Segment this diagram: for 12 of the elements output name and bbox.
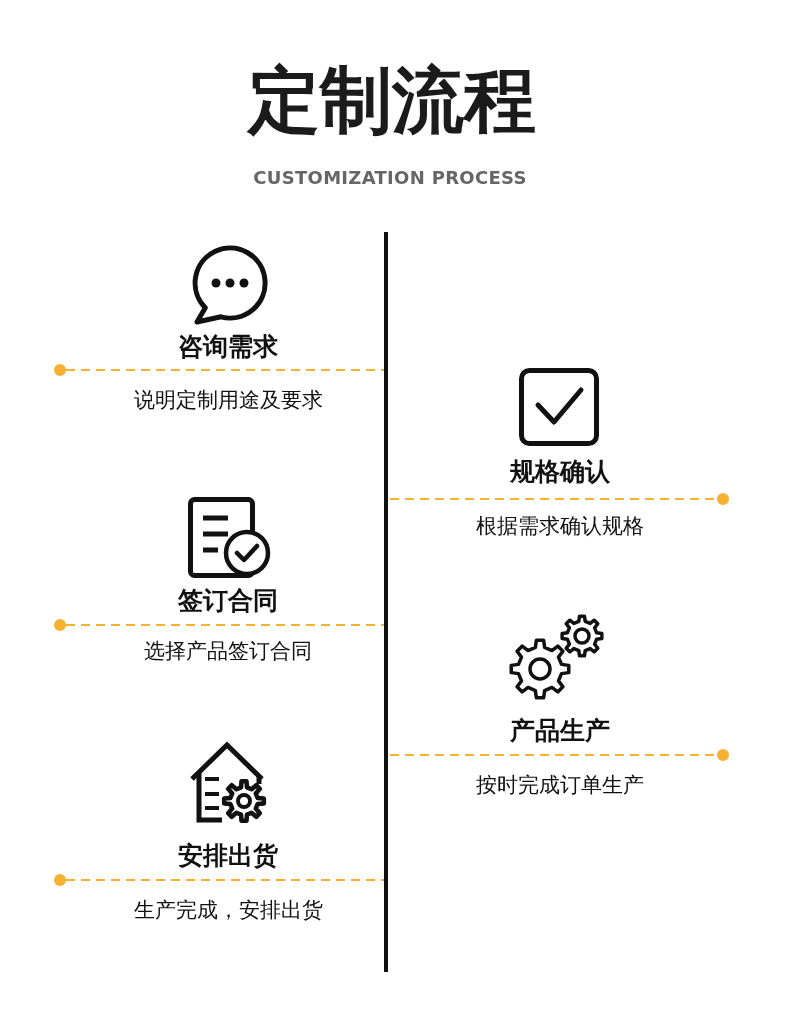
step-description: 按时完成订单生产: [476, 773, 644, 799]
step-title: 安排出货: [178, 841, 278, 871]
step-title: 产品生产: [510, 716, 610, 746]
subtitle: CUSTOMIZATION PROCESS: [253, 167, 527, 189]
step-title: 咨询需求: [178, 332, 278, 362]
step-title: 规格确认: [510, 457, 610, 487]
step-description: 选择产品签订合同: [144, 639, 312, 665]
page-title: 定制流程: [248, 56, 536, 144]
step-title: 签订合同: [178, 586, 278, 616]
step-description: 根据需求确认规格: [476, 514, 644, 540]
step-description: 说明定制用途及要求: [133, 388, 323, 414]
step-description: 生产完成，安排出货: [133, 898, 323, 924]
